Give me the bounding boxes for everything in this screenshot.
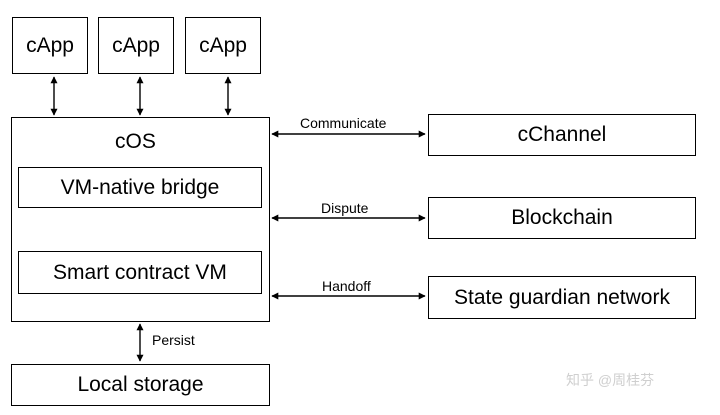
vm-native-bridge-box: VM-native bridge — [18, 167, 262, 208]
cos-title: cOS — [115, 130, 156, 153]
cchannel-label: cChannel — [517, 123, 607, 146]
local-storage-label: Local storage — [77, 373, 204, 396]
handoff-label: Handoff — [322, 278, 371, 294]
communicate-label: Communicate — [300, 115, 387, 131]
blockchain-box: Blockchain — [428, 197, 696, 239]
capp-box-1: cApp — [12, 17, 88, 74]
persist-label: Persist — [152, 332, 195, 348]
smart-contract-vm-box: Smart contract VM — [18, 251, 262, 294]
capp-box-3: cApp — [185, 17, 261, 74]
vm-native-bridge-label: VM-native bridge — [60, 175, 220, 199]
capp-label: cApp — [199, 33, 247, 57]
state-guardian-network-label: State guardian network — [454, 285, 670, 309]
state-guardian-network-box: State guardian network — [428, 276, 696, 319]
capp-label: cApp — [112, 33, 160, 57]
smart-contract-vm-label: Smart contract VM — [53, 260, 227, 284]
dispute-label: Dispute — [321, 200, 369, 216]
local-storage-box: Local storage — [11, 364, 270, 406]
blockchain-label: Blockchain — [511, 206, 613, 229]
capp-label: cApp — [26, 33, 74, 57]
capp-box-2: cApp — [98, 17, 174, 74]
cchannel-box: cChannel — [428, 114, 696, 156]
watermark: 知乎 @周桂芬 — [566, 372, 655, 388]
